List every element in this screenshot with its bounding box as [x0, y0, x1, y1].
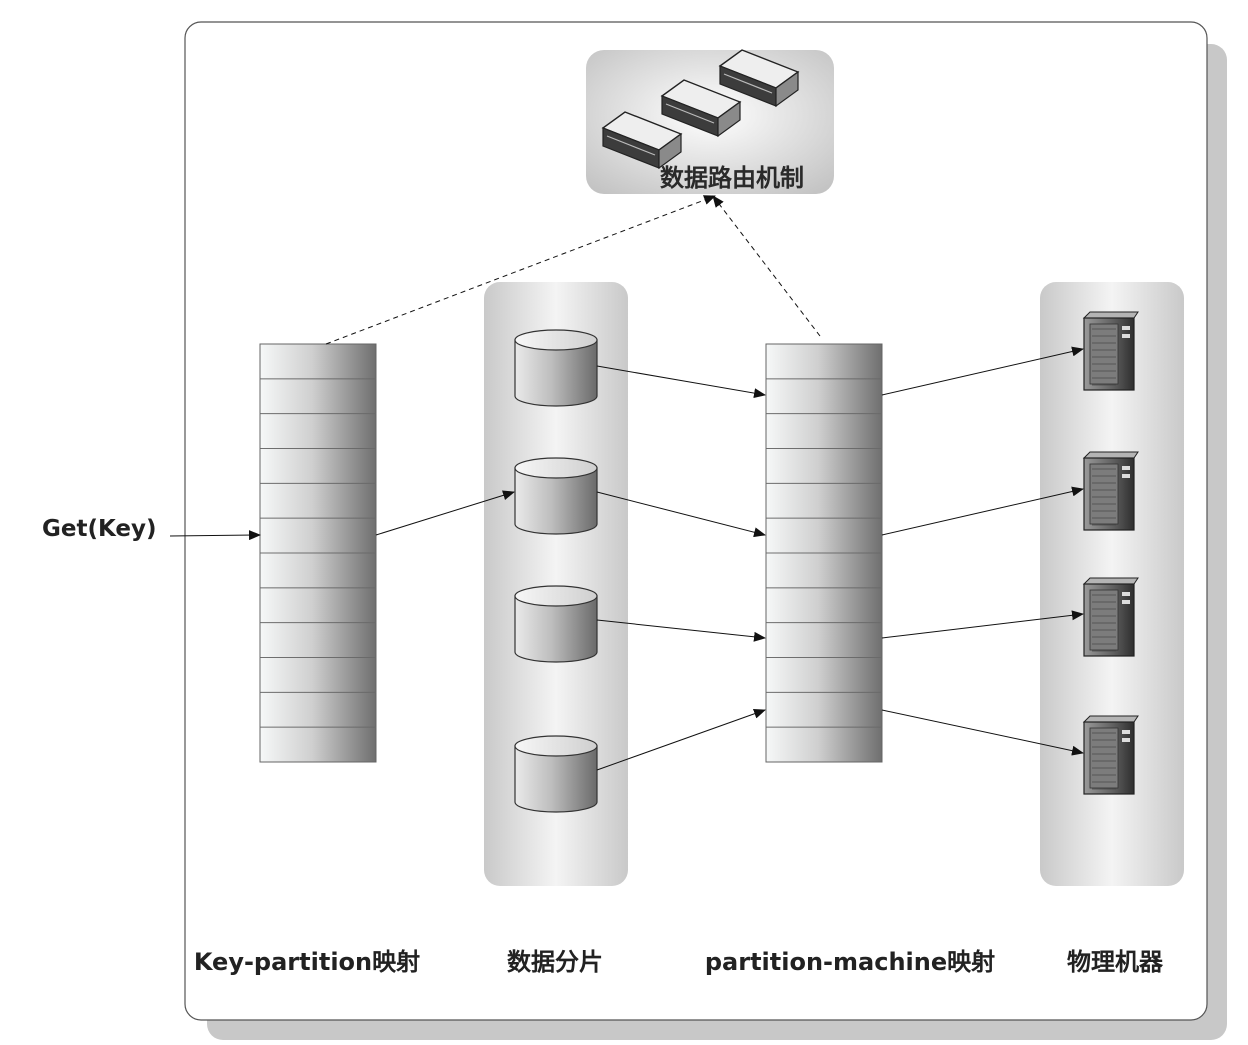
shard-to-partition-arrow: [596, 365, 766, 399]
shards-label: 数据分片: [507, 948, 603, 976]
get-key-label: Get(Key): [42, 516, 157, 542]
edge-group: [169, 195, 1084, 771]
partition-to-machine-arrow: [881, 346, 1084, 396]
machine-group: [1082, 311, 1139, 795]
server-tower-icon: [1082, 451, 1139, 531]
server-rack-icon: [718, 49, 800, 108]
route-dashed-arrow: [712, 195, 821, 337]
partition-machine-row: [765, 726, 883, 763]
database-cylinder-icon: [514, 457, 598, 535]
partition-to-machine-arrow: [881, 610, 1084, 639]
router-label: 数据路由机制: [660, 164, 804, 192]
shard-group: [514, 329, 598, 813]
server-tower-icon: [1082, 715, 1139, 795]
server-tower-icon: [1082, 311, 1139, 391]
router-server-icons: [601, 49, 800, 170]
database-cylinder-icon: [514, 329, 598, 407]
main-frame: [184, 21, 1208, 1021]
get-key-arrow: [169, 530, 261, 541]
shards-panel: [484, 282, 628, 886]
database-cylinder-icon: [514, 735, 598, 813]
machines-label: 物理机器: [1067, 948, 1163, 976]
shard-to-partition-arrow: [596, 491, 766, 538]
key-partition-row: [259, 726, 377, 763]
database-cylinder-icon: [514, 585, 598, 663]
route-dashed-arrow: [325, 195, 716, 345]
partition-machine-table: [765, 343, 883, 763]
partition-machine-label: partition-machine映射: [704, 948, 996, 976]
server-rack-icon: [660, 79, 742, 138]
key-partition-to-shard-arrow: [375, 490, 515, 536]
server-tower-icon: [1082, 577, 1139, 657]
partition-to-machine-arrow: [881, 486, 1084, 536]
shard-to-partition-arrow: [596, 619, 766, 642]
key-partition-table: [259, 343, 377, 763]
partition-to-machine-arrow: [881, 709, 1084, 756]
server-rack-icon: [601, 111, 683, 170]
shard-to-partition-arrow: [596, 708, 766, 771]
key-partition-label: Key-partition映射: [193, 948, 421, 976]
